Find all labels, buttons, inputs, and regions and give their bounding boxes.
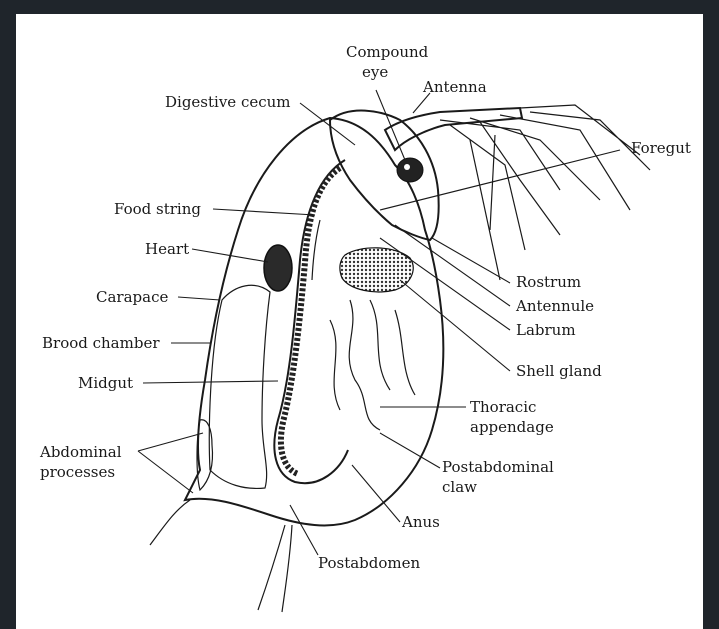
label-compound-eye-line2: eye xyxy=(362,63,388,81)
label-postabdominal-claw-line2: claw xyxy=(442,478,477,496)
heart-shape xyxy=(264,245,292,291)
label-heart: Heart xyxy=(145,240,189,258)
compound-eye-shape xyxy=(397,158,423,182)
label-compound-eye-line1: Compound xyxy=(346,43,429,61)
label-digestive-cecum: Digestive cecum xyxy=(165,93,291,111)
label-thoracic-appendage-line1: Thoracic xyxy=(470,398,536,416)
label-midgut: Midgut xyxy=(78,374,133,392)
label-shell-gland: Shell gland xyxy=(516,362,602,380)
label-postabdomen: Postabdomen xyxy=(318,554,421,572)
label-postabdominal-claw-line1: Postabdominal xyxy=(442,458,554,476)
label-foregut: Foregut xyxy=(631,139,691,157)
label-food-string: Food string xyxy=(114,200,201,218)
label-rostrum: Rostrum xyxy=(516,273,581,291)
label-thoracic-appendage-line2: appendage xyxy=(470,418,554,436)
label-antenna: Antenna xyxy=(422,78,487,96)
label-carapace: Carapace xyxy=(96,288,168,306)
label-abdominal-processes-line2: processes xyxy=(40,463,115,481)
label-antennule: Antennule xyxy=(515,297,594,315)
paper xyxy=(16,14,703,629)
label-abdominal-processes-line1: Abdominal xyxy=(39,443,122,461)
label-labrum: Labrum xyxy=(516,321,576,339)
label-anus: Anus xyxy=(401,513,440,531)
label-brood-chamber: Brood chamber xyxy=(42,334,160,352)
shell-gland-shape xyxy=(340,248,413,292)
